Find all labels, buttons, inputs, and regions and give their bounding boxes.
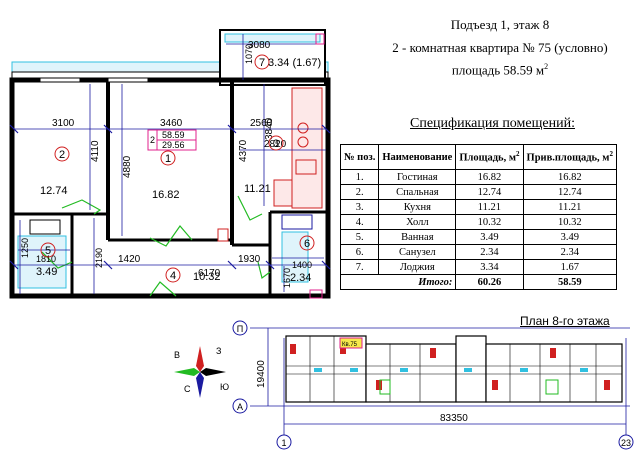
bathtub xyxy=(17,235,67,289)
dim-2820: 2820 xyxy=(264,139,287,150)
dim-1810: 1810 xyxy=(36,254,56,264)
spec-cell-n: 2. xyxy=(339,184,380,200)
col-reduced: Прив.площадь, м2 xyxy=(522,144,617,170)
svg-text:2: 2 xyxy=(150,135,155,145)
compass-rose: В Ю С З xyxy=(174,346,229,398)
axis-top-label: П xyxy=(237,324,243,334)
apartment-title: 2 - комнатная квартира № 75 (условно) xyxy=(392,40,608,55)
room-area-2: 12.74 xyxy=(40,185,68,197)
room-num-5: 5 xyxy=(45,245,51,257)
col-area: Площадь, м2 xyxy=(455,144,524,170)
toilet-fixture xyxy=(281,231,309,283)
total-reduced: 58.59 xyxy=(522,274,617,290)
col-num: № поз. xyxy=(339,144,380,170)
compass-south: С xyxy=(184,384,191,394)
axis-right-label: 23 xyxy=(621,438,631,448)
width-dim: 83350 xyxy=(440,413,468,424)
height-dim: 19400 xyxy=(256,360,267,388)
axis-bottom-label: А xyxy=(237,402,243,412)
dim-2560: 2560 xyxy=(250,118,273,129)
dim-1930: 1930 xyxy=(238,254,261,265)
room-area-6: 2.34 xyxy=(290,272,311,284)
entrance-floor-title: Подъезд 1, этаж 8 xyxy=(450,17,550,32)
compass-north: В xyxy=(174,350,180,360)
room-area-5: 3.49 xyxy=(36,266,57,278)
dim-6170: 6170 xyxy=(198,268,221,279)
room-num-7: 7 xyxy=(259,57,265,69)
room-num-6: 6 xyxy=(304,238,310,250)
room-area-1: 16.82 xyxy=(152,189,180,201)
dim-1400: 1400 xyxy=(292,260,312,270)
room-num-4: 4 xyxy=(170,270,176,282)
axis-left-label: 1 xyxy=(281,438,286,448)
apartment-area: площадь 58.59 м2 xyxy=(451,62,549,78)
dim-3460: 3460 xyxy=(160,118,183,129)
apartment-highlight xyxy=(339,337,363,349)
room-area-3: 11.21 xyxy=(244,183,271,195)
compass-east: Ю xyxy=(220,382,229,392)
dim-1670: 1670 xyxy=(282,268,292,288)
room-num-3: 3 xyxy=(273,138,279,150)
svg-text:58.59: 58.59 xyxy=(162,130,185,140)
dim-2190: 2190 xyxy=(94,248,104,268)
dim-4370: 4370 xyxy=(238,139,249,162)
dim-3100: 3100 xyxy=(52,118,75,129)
kitchen-counter xyxy=(291,87,323,209)
spec-title: Спецификация помещений: xyxy=(410,116,575,131)
dim-1420: 1420 xyxy=(118,254,141,265)
room-area-7: 3.34 (1.67) xyxy=(268,57,321,69)
floor-plan-overview: П А 1 23 19400 83350 Кв.75 xyxy=(232,320,634,450)
apartment-tag: Кв.75 xyxy=(342,342,358,348)
svg-text:29.56: 29.56 xyxy=(162,140,185,150)
spec-table: № поз. Наименование Площадь, м2 Прив.пло… xyxy=(339,144,617,290)
dim-3080: 3080 xyxy=(248,40,271,51)
dim-1070: 1070 xyxy=(244,44,254,64)
floor-plan-title: План 8-го этажа xyxy=(520,314,610,328)
room-num-2: 2 xyxy=(59,149,65,161)
room-area-4: 10.32 xyxy=(193,271,221,283)
dim-4110: 4110 xyxy=(90,140,101,162)
compass-west: З xyxy=(216,346,221,356)
dim-3840: 3840 xyxy=(264,117,275,140)
room-num-1: 1 xyxy=(165,153,171,165)
dim-1250: 1250 xyxy=(20,238,30,258)
outer-wall xyxy=(9,77,331,299)
dim-4880: 4880 xyxy=(122,155,133,178)
